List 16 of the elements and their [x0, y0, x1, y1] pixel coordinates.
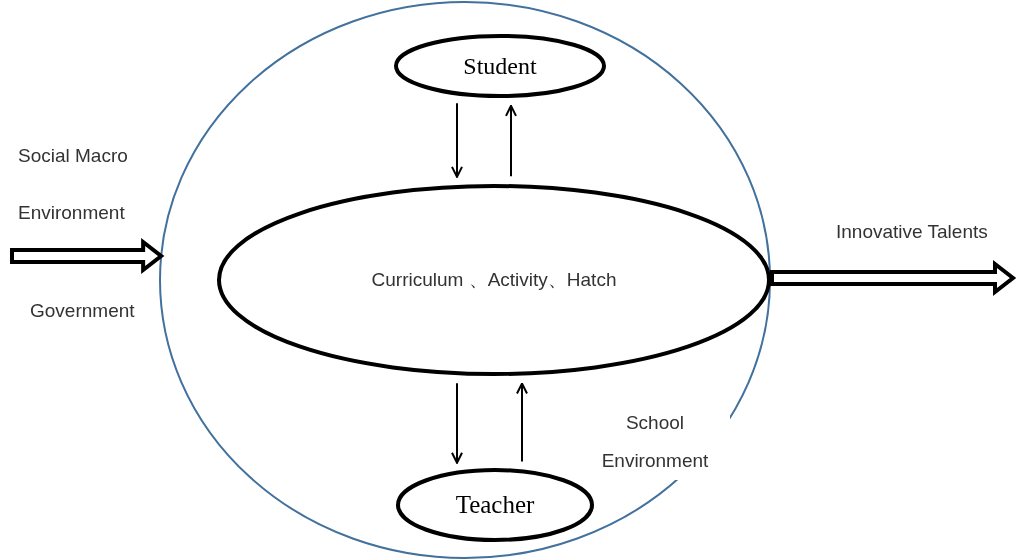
edge-label: Innovative Talents [836, 220, 988, 244]
side-label: Social Macro Environment [18, 144, 129, 225]
ellipse-node [396, 36, 604, 96]
block-arrow [10, 237, 165, 275]
circle-outline [160, 2, 770, 558]
node-label: Teacher [455, 490, 535, 521]
node-label: Student [463, 52, 537, 81]
ellipse-node [219, 186, 769, 374]
arrow [451, 382, 463, 464]
arrow [451, 102, 463, 178]
arrow [505, 104, 517, 178]
block-arrow [770, 259, 1017, 297]
arrow [516, 382, 528, 463]
ellipse-node [398, 470, 592, 540]
node-label: Curriculum 、Activity、Hatch [371, 267, 617, 292]
side-label: Government [30, 299, 135, 323]
